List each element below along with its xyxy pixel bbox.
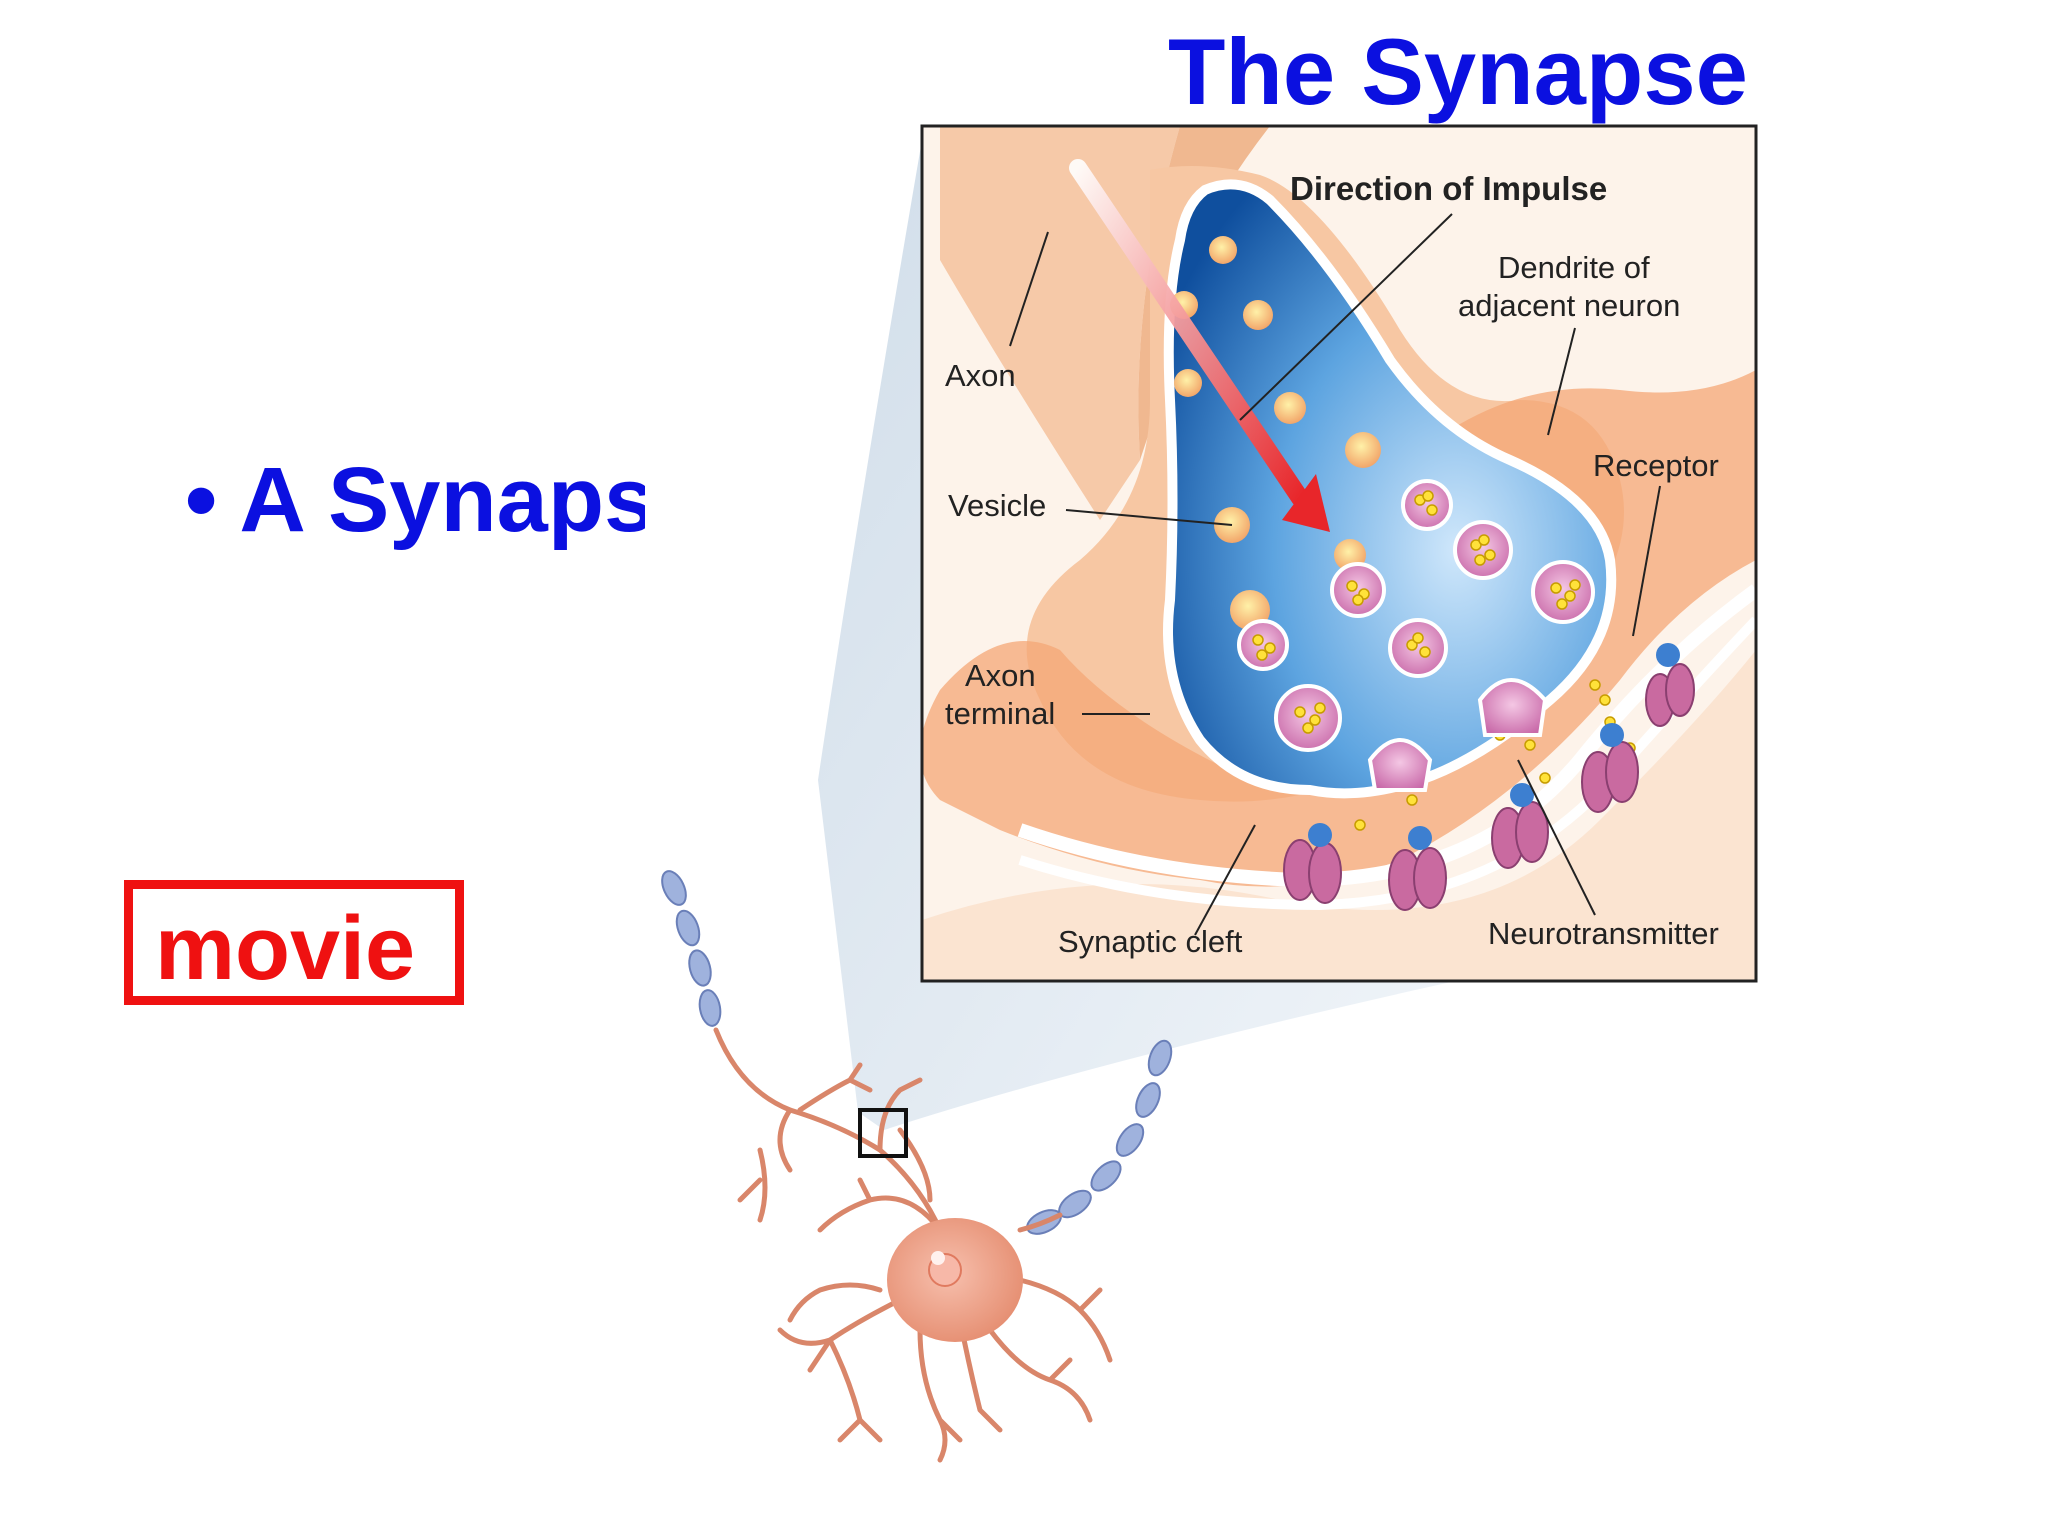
zoom-box	[858, 1108, 908, 1158]
movie-button[interactable]: movie	[124, 880, 464, 1005]
label-dendrite-1: Dendrite of	[1498, 250, 1650, 285]
label-neurotransmitter: Neurotransmitter	[1488, 916, 1719, 951]
inset-frame	[920, 124, 1758, 983]
zoom-beam	[818, 140, 1460, 1130]
vesicles	[1170, 236, 1381, 630]
label-synaptic-cleft: Synaptic cleft	[1058, 924, 1243, 959]
slide-title: The Synapse	[1168, 19, 1748, 124]
impulse-arrow	[1069, 159, 1309, 507]
label-direction: Direction of Impulse	[1290, 170, 1607, 207]
label-dendrite-2: adjacent neuron	[1458, 288, 1680, 323]
full-vesicles	[1237, 479, 1595, 752]
neuron-illustration	[661, 870, 1173, 1463]
receptors	[1283, 663, 1695, 911]
synapse-inset: Direction of Impulse Dendrite of adjacen…	[922, 126, 1756, 981]
bullet-a-synapse: • A Synapse	[185, 450, 645, 551]
label-vesicle: Vesicle	[948, 488, 1046, 523]
label-axon-terminal-1: Axon	[965, 658, 1036, 693]
label-receptor: Receptor	[1593, 448, 1719, 483]
label-axon-terminal-2: terminal	[945, 696, 1055, 731]
label-axon: Axon	[945, 358, 1016, 393]
